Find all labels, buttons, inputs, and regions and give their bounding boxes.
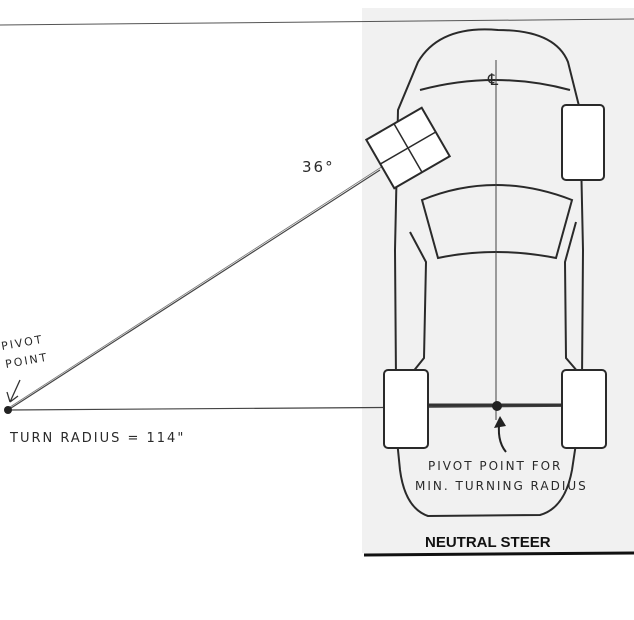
- min-pivot-label-line1: PIVOT POINT FOR: [428, 459, 562, 473]
- turn-radius-line: [7, 405, 601, 411]
- pivot-point-dot: [4, 406, 12, 414]
- front-left-wheel-turned: [364, 106, 452, 190]
- min-pivot-arrowhead-icon: [494, 416, 506, 428]
- angle-label: 36°: [302, 158, 335, 176]
- pivot-label-line2: POINT: [4, 351, 49, 371]
- pivot-label-line1: PIVOT: [0, 333, 44, 353]
- pivot-to-wheel-line-2: [9, 165, 384, 408]
- turn-radius-label: TURN RADIUS = 114": [9, 431, 185, 446]
- top-rule: [0, 18, 634, 26]
- panel-title: NEUTRAL STEER: [425, 534, 551, 551]
- pivot-to-wheel-line: [7, 169, 381, 411]
- min-pivot-dot: [492, 401, 502, 411]
- min-pivot-label-line2: MIN. TURNING RADIUS: [415, 479, 588, 493]
- rear-left-wheel: [383, 369, 429, 449]
- rear-right-wheel: [561, 369, 607, 449]
- front-right-wheel: [561, 104, 605, 181]
- center-symbol: ℄: [487, 70, 500, 89]
- title-rule: [363, 551, 634, 557]
- pivot-arrow-icon: [6, 379, 21, 403]
- scanned-car-panel: [362, 8, 634, 553]
